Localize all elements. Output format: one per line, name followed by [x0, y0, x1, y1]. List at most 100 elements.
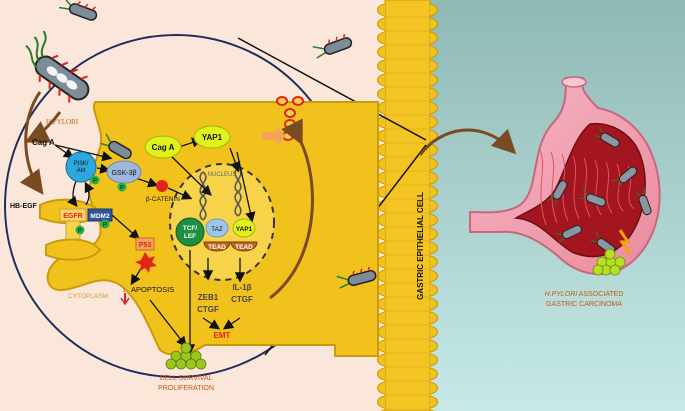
villus [429, 59, 438, 73]
pi3k-akt-node [65, 151, 97, 183]
tcf-lef-label: TCF/LEF [183, 225, 198, 240]
villus [429, 227, 438, 241]
villus [429, 381, 438, 395]
villus [429, 241, 438, 255]
tcf-lef-node [175, 217, 205, 247]
proliferating-cell [190, 350, 202, 362]
taz-node [205, 218, 229, 238]
cell-cluster-icon [165, 342, 207, 370]
curved-arrow-to-stomach [418, 128, 517, 156]
villus [429, 101, 438, 115]
villus [429, 395, 438, 409]
villus [377, 59, 386, 73]
proliferation-label: PROLIFERATION [158, 385, 214, 392]
p53-label: P53 [139, 242, 152, 249]
apoptosis-down-arrow: ↓ [122, 285, 126, 294]
villus [429, 297, 438, 311]
beta-catenin-label: β-CATENIN [146, 196, 180, 203]
stomach-bacterium [546, 180, 568, 206]
nucleus-label: NUCLEUS [208, 172, 237, 178]
stomach-bacterium [594, 126, 620, 148]
villus [429, 311, 438, 325]
cytoplasm-label: CYTOPLASM [68, 293, 108, 300]
villus [377, 73, 386, 87]
emt-label: EMT [214, 331, 231, 340]
villus [429, 269, 438, 283]
stomach-illustration [469, 76, 661, 276]
taz-label: TAZ [211, 226, 223, 233]
zoom-line-top [237, 37, 427, 141]
h-pylori-bacterium [25, 30, 90, 103]
villus [377, 17, 386, 31]
tumor-cell [604, 248, 616, 260]
stomach-fold [583, 157, 591, 218]
ctgf-2-label: CTGF [231, 295, 253, 304]
villus [429, 87, 438, 101]
villus [377, 3, 386, 17]
stomach-bacterium [579, 188, 607, 207]
h-pylori-label: H.PYLORI [46, 118, 79, 126]
villus [377, 395, 386, 409]
pi3k-akt-label: PI3K/Akt [74, 161, 89, 174]
p53-burst-icon [135, 252, 157, 273]
inhibition-arrows [120, 293, 130, 306]
tumor-cell [592, 264, 604, 276]
tead-2-label: TEAD [235, 244, 253, 251]
cag-a-left-label: Cag A [32, 138, 55, 147]
stomach-fold [605, 161, 613, 214]
cell-protrusion-lower [45, 238, 102, 261]
curved-arrow-caga [24, 111, 62, 143]
villus [377, 87, 386, 101]
tead-2-node [230, 241, 258, 252]
cell-survival-label: CELL SURVIVAL [159, 375, 212, 382]
stomach-fold [539, 149, 547, 226]
stomach-fold [616, 163, 624, 212]
villus [429, 115, 438, 129]
curved-arrow-cell-out [269, 118, 314, 300]
cag-a-center-node [144, 135, 182, 159]
villus [377, 45, 386, 59]
tumor-cell [614, 256, 626, 268]
villus [429, 185, 438, 199]
villus [429, 73, 438, 87]
villus [429, 143, 438, 157]
proliferating-cell [180, 342, 192, 354]
cag-a-center-label: Cag A [152, 143, 175, 152]
dna-helix-right [234, 167, 242, 217]
gastric-epithelium [377, 0, 438, 411]
villus [429, 353, 438, 367]
villus [429, 255, 438, 269]
villus [429, 157, 438, 171]
gsk3b-label: GSK-3β [111, 170, 136, 177]
p53-node [135, 237, 155, 251]
villus [377, 31, 386, 45]
stomach-fold [594, 159, 602, 216]
villus [429, 17, 438, 31]
yap1-right-node [232, 218, 256, 238]
villus [429, 171, 438, 185]
proliferating-cell [195, 358, 207, 370]
tumor-cell [609, 264, 621, 276]
villus [429, 3, 438, 17]
tead-1-label: TEAD [208, 244, 226, 251]
stomach-fold [550, 151, 558, 224]
zeb1-label: ZEB1 [198, 293, 219, 302]
yap1-right-label: YAP1 [236, 226, 253, 233]
svg-text:P: P [93, 179, 97, 185]
svg-text:P: P [120, 186, 124, 192]
yap1-top-label: YAP1 [202, 133, 223, 142]
hb-egf-label: HB-EGF [10, 203, 38, 210]
villus [377, 367, 386, 381]
tead-1-node [203, 241, 231, 252]
phospho-badges: P P P P [75, 175, 127, 235]
secretion-arrow [262, 126, 286, 146]
stomach-bacterium [554, 224, 582, 243]
il1b-label: IL-1β [232, 283, 251, 292]
apoptosis-label: APOPTOSIS [131, 285, 174, 294]
gastric-epithelial-cell-label: GASTRIC EPITHELIAL CELL [416, 192, 425, 300]
villus [377, 353, 386, 367]
villus [377, 381, 386, 395]
carcinoma-label-line2: GASTRIC CARCINOMA [546, 301, 622, 308]
villus [429, 325, 438, 339]
epithelium-villi [377, 3, 438, 411]
